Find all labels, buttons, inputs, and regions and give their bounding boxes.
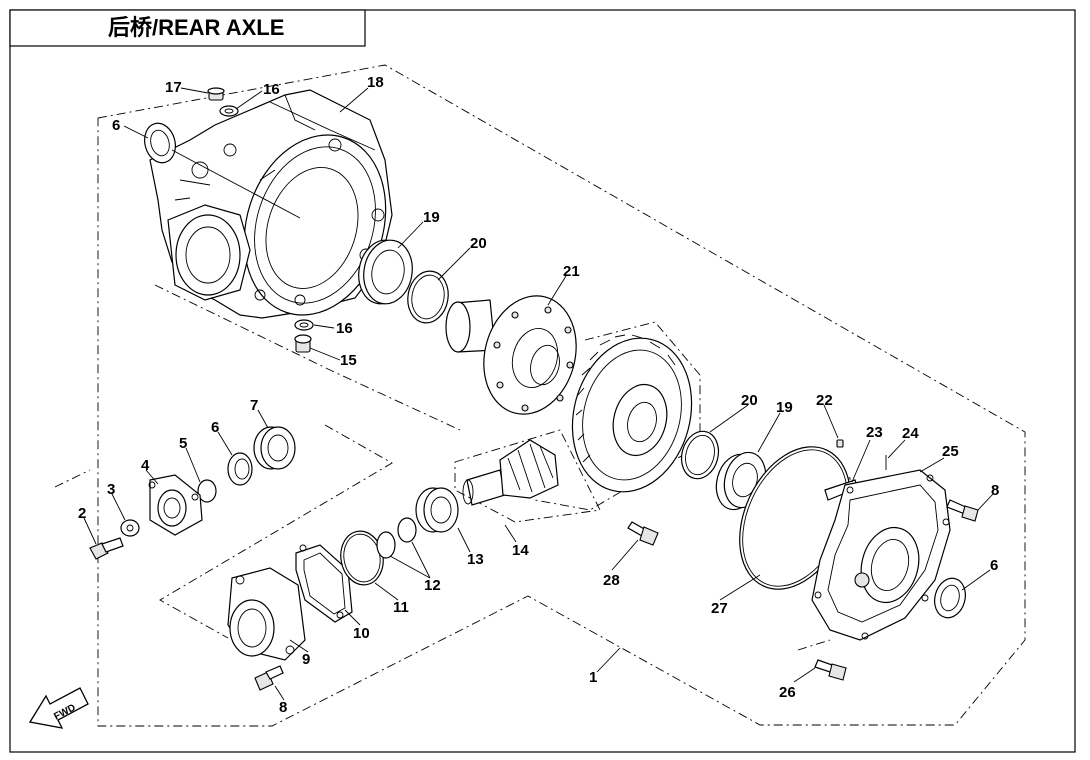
output-flange-left: [148, 474, 203, 536]
drain-plug: [294, 334, 312, 353]
callout-27: 27: [711, 600, 728, 617]
callout-15: 15: [340, 352, 357, 369]
callout-9: 9: [302, 651, 310, 668]
callout-10: 10: [353, 625, 370, 642]
fwd-arrow-icon: FWD: [28, 687, 89, 729]
callout-20-bottom: 20: [741, 392, 758, 409]
callout-18: 18: [367, 74, 384, 91]
rear-axle-housing: [149, 89, 393, 319]
callout-12: 12: [424, 577, 441, 594]
oil-seal-left: [227, 452, 253, 486]
washer-bottom: [294, 319, 314, 331]
callout-19-bottom: 19: [776, 399, 793, 416]
callout-8-right: 8: [991, 482, 999, 499]
callout-3: 3: [107, 481, 115, 498]
callout-8-bottom: 8: [279, 699, 287, 716]
bolt-bottom-left: [254, 665, 284, 691]
callout-19-top: 19: [423, 209, 440, 226]
right-bolt-sub-boundary: [797, 639, 831, 651]
callout-6-top: 6: [112, 117, 120, 134]
callout-4: 4: [141, 457, 150, 474]
differential-carrier: [445, 295, 577, 415]
housing-sub-boundary: [154, 284, 461, 431]
pinion-bearing: [415, 487, 459, 533]
dowel-pin: [836, 439, 844, 448]
pinion-sub-boundary: [454, 429, 601, 523]
callout-17: 17: [165, 79, 182, 96]
callout-23: 23: [866, 424, 883, 441]
oil-seal-left-top: [144, 122, 176, 164]
bolt-center: [627, 521, 659, 546]
callout-2: 2: [78, 505, 86, 522]
callout-25: 25: [942, 443, 959, 460]
callout-13: 13: [467, 551, 484, 568]
callout-22: 22: [816, 392, 833, 409]
o-ring-left: [197, 479, 217, 503]
assembly-boundary: [97, 64, 1026, 727]
callout-6-mid: 6: [211, 419, 219, 436]
callout-24: 24: [902, 425, 919, 442]
snap-ring-b: [397, 517, 417, 543]
callout-28: 28: [603, 572, 620, 589]
diagram-title: 后桥/REAR AXLE: [108, 15, 284, 40]
bolt-left: [89, 537, 124, 560]
title-box: [9, 9, 366, 47]
shim-lower: [680, 430, 720, 480]
bearing-left: [253, 426, 296, 470]
washer-top: [219, 105, 239, 117]
callout-5: 5: [179, 435, 187, 452]
callout-numbers: 17 16 18 6 19 20 21 16 15 7 6 5 4 3 2 20…: [78, 74, 999, 716]
ring-gear: [571, 334, 693, 493]
leader-lines: [83, 87, 994, 701]
callout-14: 14: [512, 542, 529, 559]
left-hub-sub-boundary: [159, 424, 393, 639]
snap-ring-a: [376, 531, 396, 559]
callout-11: 11: [393, 599, 409, 616]
bolt-right: [946, 499, 979, 522]
callout-1: 1: [589, 669, 597, 686]
callout-26: 26: [779, 684, 796, 701]
drive-pinion: [462, 439, 559, 506]
ring-gear-sub-boundary: [534, 321, 701, 511]
bearing-upper: [358, 239, 413, 305]
callout-6-right: 6: [990, 557, 998, 574]
left-cover-sub-boundary: [54, 469, 91, 488]
oil-plug-top: [207, 87, 225, 101]
differential-cover: [811, 469, 951, 641]
callout-20-top: 20: [470, 235, 487, 252]
callout-21: 21: [563, 263, 580, 280]
oil-seal-right: [934, 577, 966, 619]
outer-frame: [9, 9, 1076, 753]
callout-16-bottom: 16: [336, 320, 353, 337]
shim-upper: [407, 270, 449, 324]
pinion-housing: [227, 567, 306, 661]
bolt-bottom-right: [814, 659, 847, 681]
gasket: [295, 544, 353, 623]
callout-16-top: 16: [263, 81, 280, 98]
washer-left: [120, 519, 140, 537]
callout-7: 7: [250, 397, 258, 414]
